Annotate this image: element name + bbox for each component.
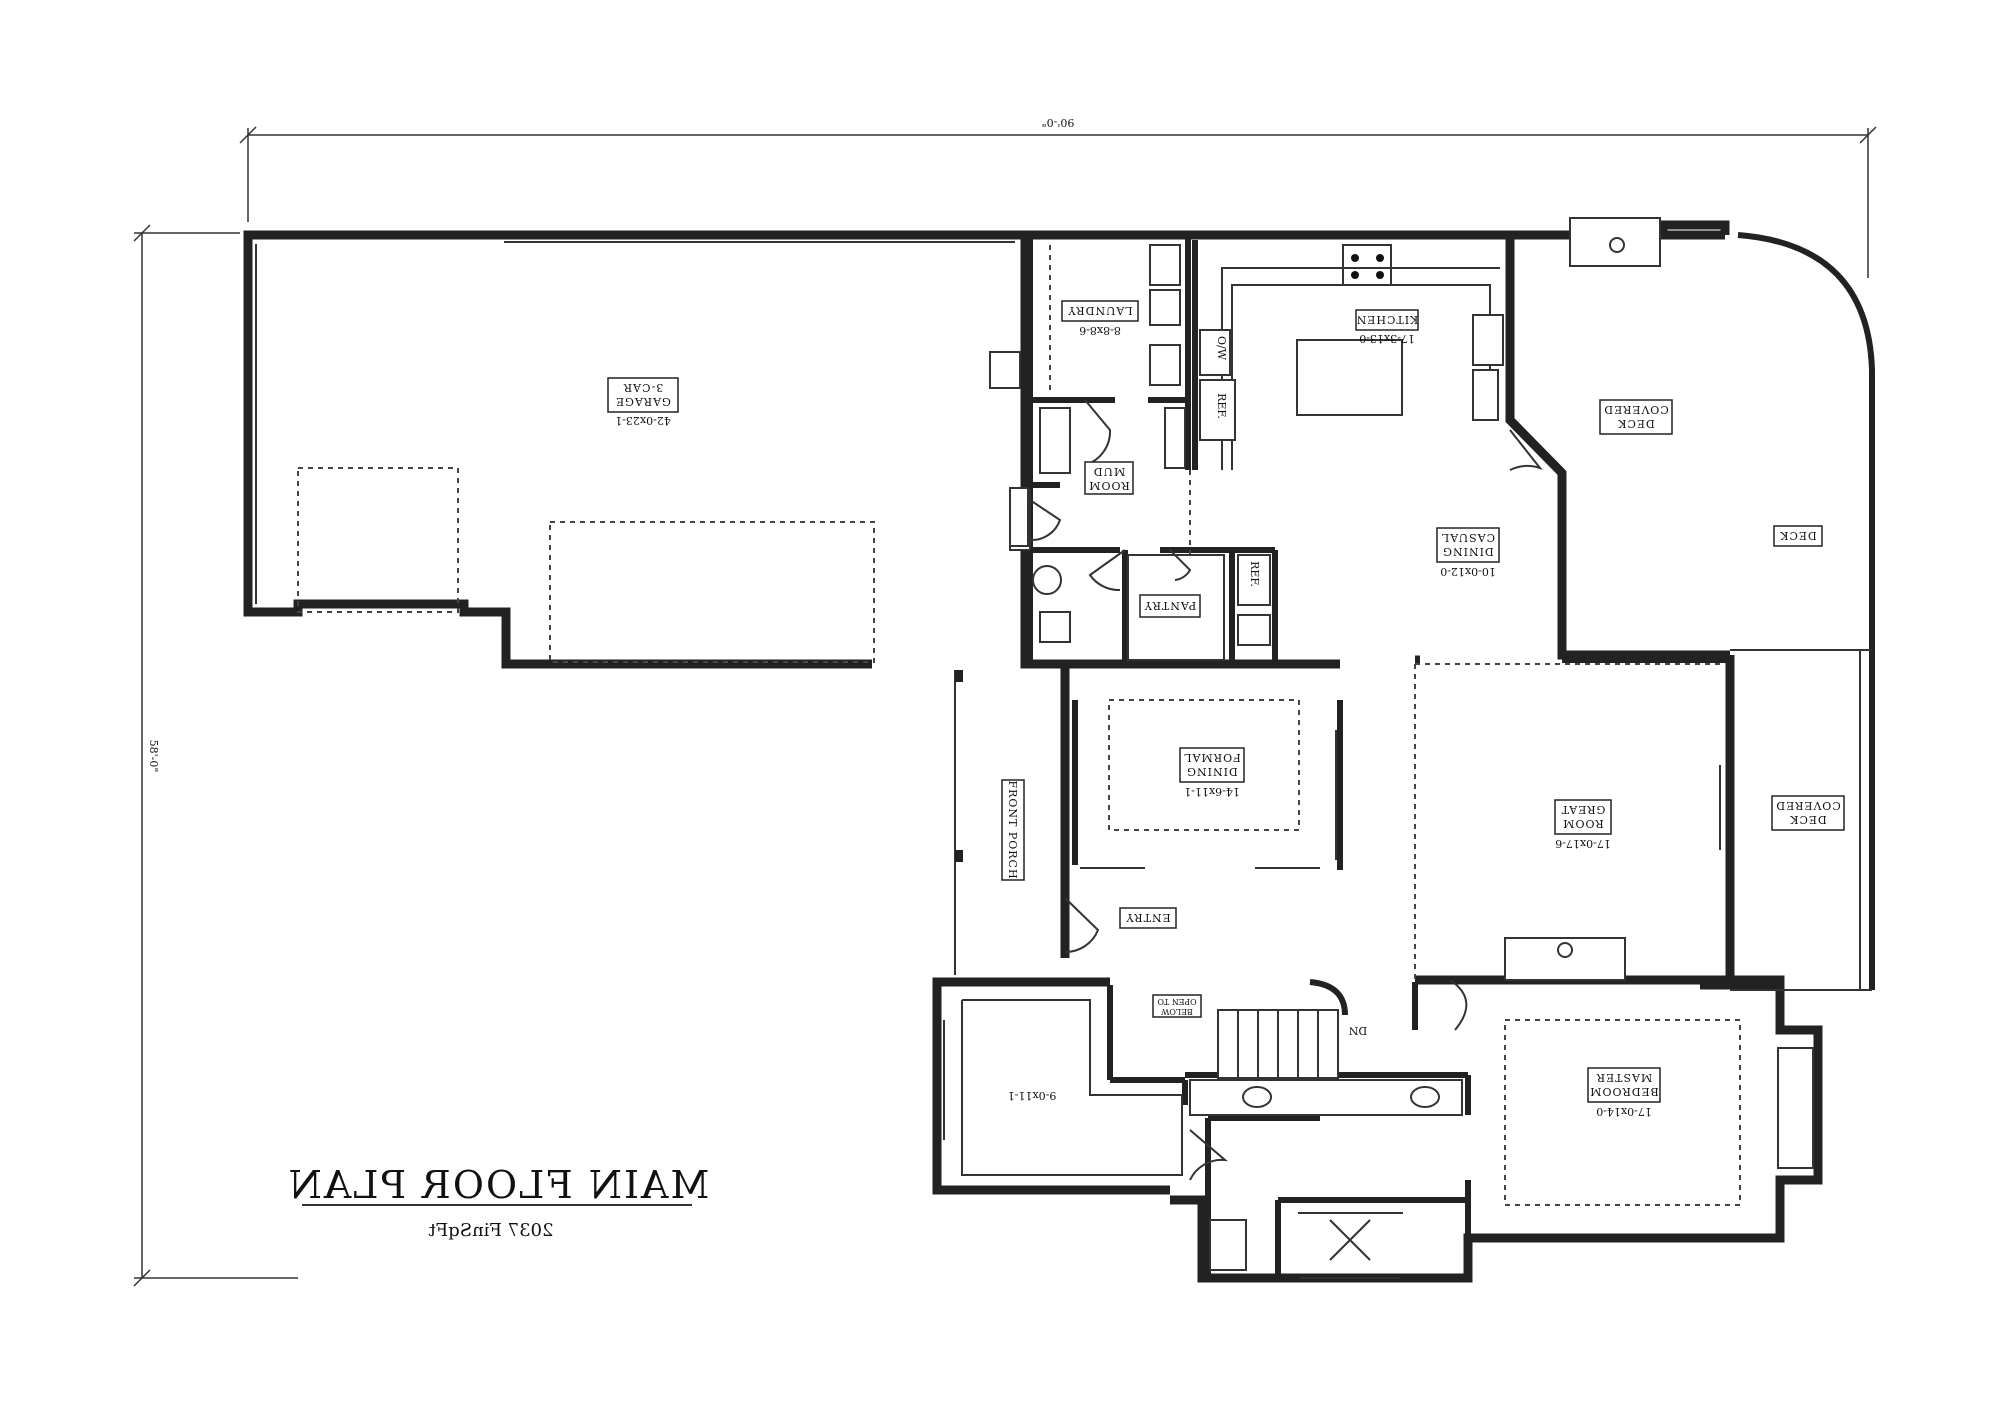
room-label-office: 9-0x11-1 (1008, 1089, 1057, 1102)
deck-label: DECK (1779, 529, 1816, 542)
garage-label-line2: GARAGE (615, 395, 671, 408)
title-block: MAIN FLOOR PLAN 2037 FinSqFt (287, 1163, 710, 1241)
great-room-size: 17-0x17-6 (1555, 837, 1611, 850)
stair (1217, 979, 1348, 1079)
room-label-great-room: GREAT ROOM 17-0x17-6 (1554, 799, 1612, 850)
open-below-line1: OPEN TO (1157, 997, 1197, 1006)
office-size: 9-0x11-1 (1008, 1089, 1057, 1102)
room-label-pantry: PANTRY (1139, 594, 1201, 618)
deck-curve (1730, 232, 1875, 991)
formal-dining-label-line1: FORMAL (1183, 751, 1240, 764)
kitchen-size: 17-3x13-0 (1359, 332, 1415, 345)
room-label-master-bedroom: MASTER BEDROOM 17-0x14-0 (1587, 1067, 1661, 1118)
room-label-casual-dining: CASUAL DINING 10-0x12-0 (1436, 527, 1500, 578)
pantry-label: PANTRY (1144, 599, 1197, 612)
casual-dining-label-line1: CASUAL (1441, 531, 1495, 544)
room-label-covered-deck-side: COVERED DECK (1771, 795, 1845, 831)
front-porch-label: FRONT PORCH (1006, 780, 1019, 879)
room-label-covered-deck-top: COVERED DECK (1599, 399, 1673, 435)
covered-deck-top-line1: COVERED (1603, 403, 1668, 416)
plan-area: 2037 FinSqFt (428, 1220, 554, 1241)
oven-label: O/W (1215, 336, 1228, 361)
room-label-laundry: LAUNDRY 8-8x8-6 (1061, 300, 1139, 337)
great-room-label-line1: GREAT (1561, 803, 1606, 816)
depth-dimension-label: 58'-0" (147, 740, 160, 773)
casual-dining-size: 10-0x12-0 (1440, 565, 1496, 578)
entry-label: ENTRY (1125, 911, 1170, 924)
covered-deck-top-line2: DECK (1617, 417, 1654, 430)
garage-label-line1: 3-CAR (623, 381, 663, 394)
ref-kitchen-label: REF. (1215, 393, 1228, 419)
interior-walls (1027, 235, 1730, 1278)
laundry-fixtures (1009, 244, 1186, 551)
porch-details (954, 670, 963, 975)
dining-details (1080, 699, 1337, 869)
width-dimension: 90'-0" (239, 116, 1877, 278)
ref-pantry-label: REF. (1248, 561, 1261, 587)
garage-size: 42-0x23-1 (615, 414, 671, 427)
covered-deck-side-line2: DECK (1789, 813, 1826, 826)
exterior-walls (243, 220, 1823, 1283)
casual-dining-label-line2: DINING (1442, 545, 1494, 558)
kitchen-label: KITCHEN (1356, 313, 1419, 326)
laundry-label: LAUNDRY (1067, 304, 1132, 317)
stair-dn-label: DN (1348, 1024, 1367, 1037)
plan-title: MAIN FLOOR PLAN (287, 1163, 710, 1207)
room-label-mud-room: MUD ROOM (1084, 461, 1134, 495)
room-label-formal-dining: FORMAL DINING 14-6x11-1 (1179, 747, 1245, 798)
great-room-label-line2: ROOM (1562, 817, 1604, 830)
master-bedroom-details (1449, 979, 1814, 1206)
formal-dining-size: 14-6x11-1 (1184, 785, 1240, 798)
room-label-entry: ENTRY (1119, 907, 1177, 929)
garage-details (255, 241, 1021, 663)
office-details (943, 999, 1183, 1176)
fixture-labels: REF. O/W REF. DN (1215, 336, 1367, 1037)
room-label-front-porch: FRONT PORCH (1001, 779, 1025, 881)
great-room-details (1414, 217, 1721, 981)
master-bedroom-size: 17-0x14-0 (1596, 1105, 1652, 1118)
depth-dimension: 58'-0" (133, 224, 298, 1287)
room-label-deck: DECK (1773, 525, 1823, 547)
room-label-kitchen: KITCHEN 17-3x13-0 (1355, 309, 1419, 345)
open-below-line2: BELOW (1160, 1007, 1193, 1016)
master-bedroom-label-line2: BEDROOM (1589, 1085, 1659, 1098)
master-bedroom-label-line1: MASTER (1596, 1071, 1652, 1084)
mud-room-label-line1: MUD (1093, 465, 1125, 478)
mud-room-label-line2: ROOM (1088, 479, 1130, 492)
width-dimension-label: 90'-0" (1042, 116, 1075, 129)
room-label-open-below: OPEN TO BELOW (1152, 994, 1202, 1018)
room-label-garage: 3-CAR GARAGE 42-0x23-1 (607, 377, 679, 427)
formal-dining-label-line2: DINING (1186, 765, 1238, 778)
covered-deck-side-line1: COVERED (1775, 799, 1840, 812)
laundry-size: 8-8x8-6 (1079, 324, 1121, 337)
master-bath (1189, 1079, 1463, 1279)
kitchen-fixtures (1189, 244, 1504, 560)
